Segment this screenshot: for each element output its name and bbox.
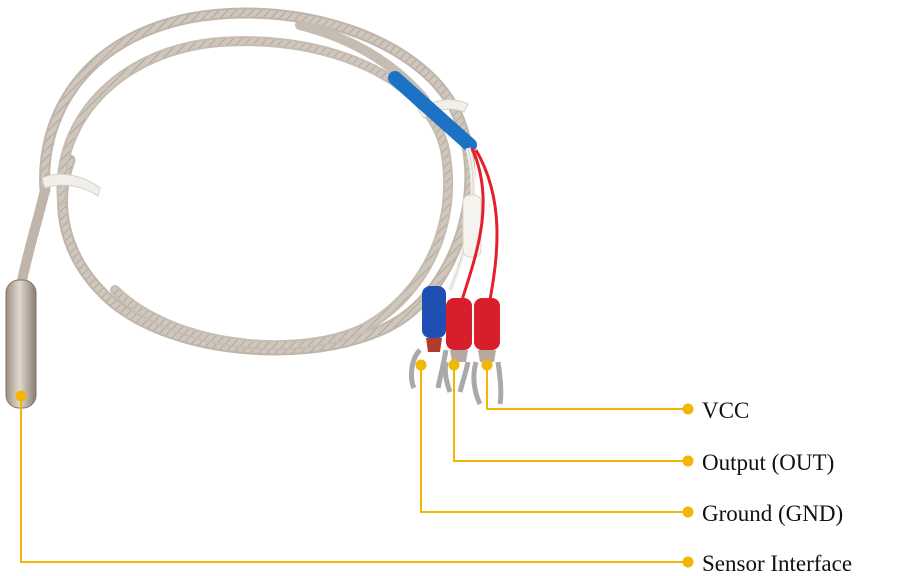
callout-dot-ground-end (682, 506, 694, 518)
connector-red-vcc (471, 298, 504, 406)
callout-dot-vcc-start (481, 359, 493, 371)
label-ground: Ground (GND) (702, 501, 844, 526)
callout-dot-output-end (682, 455, 694, 467)
wire-red-1 (460, 147, 485, 301)
callout-dot-vcc-end (682, 403, 694, 415)
blue-sleeve (388, 71, 477, 152)
callout-dot-sensor-start (15, 390, 27, 402)
callout-dot-output-start (448, 359, 460, 371)
connector-blue-gnd (409, 286, 449, 390)
callout-line-vcc (486, 365, 688, 410)
label-output: Output (OUT) (702, 450, 835, 475)
cable-coil-inner (56, 36, 454, 351)
callout-line-sensor (20, 396, 688, 563)
callout-line-output (453, 365, 688, 462)
label-sensor-interface: Sensor Interface (702, 551, 853, 576)
thermocouple-probe-icon (5, 279, 37, 409)
sensor-illustration (5, 7, 504, 409)
callout-lines (20, 365, 688, 563)
cable-coil-inner-braid (58, 38, 452, 349)
callout-dot-sensor-end (682, 556, 694, 568)
connector-red-out (442, 298, 472, 393)
wire-red-2 (474, 149, 499, 301)
callout-dot-ground-start (415, 359, 427, 371)
callout-dots (15, 359, 694, 568)
cable-to-probe (15, 185, 50, 295)
cable-tie-left (41, 173, 101, 197)
callout-line-ground (420, 365, 688, 513)
label-vcc: VCC (702, 398, 750, 423)
